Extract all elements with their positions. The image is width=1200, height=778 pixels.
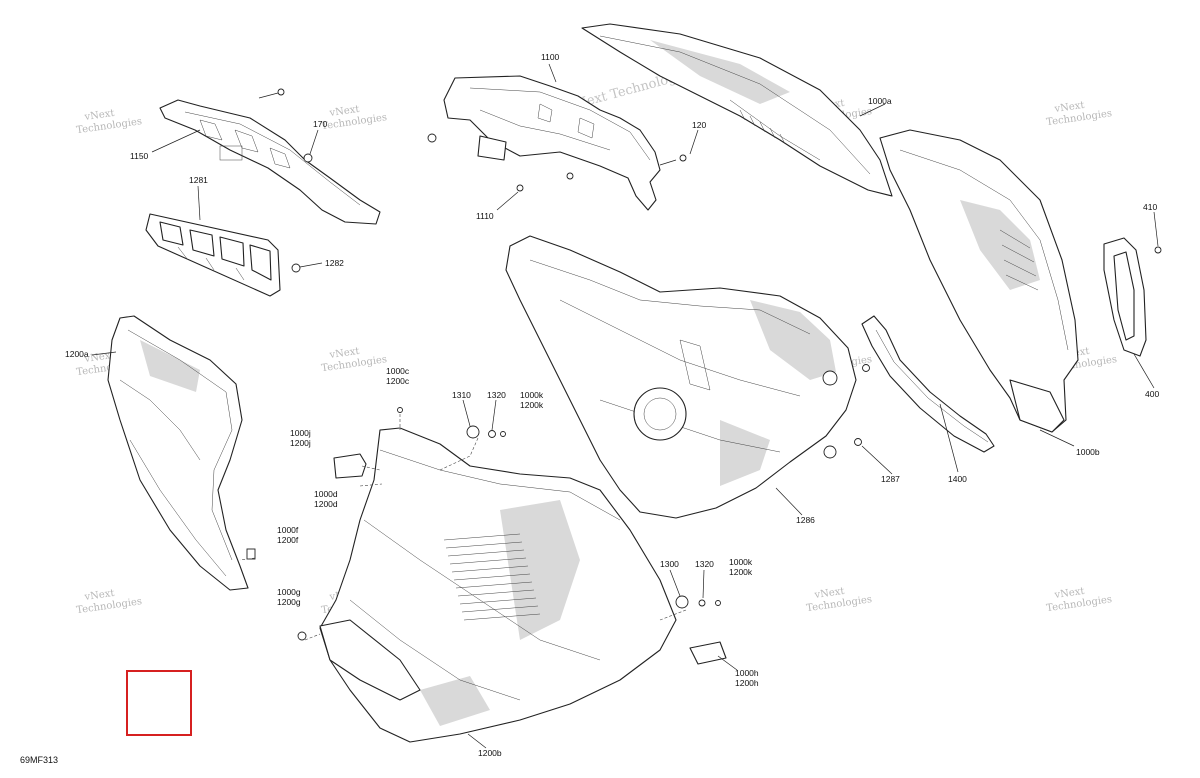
- watermark: vNext Technologies: [76, 588, 143, 616]
- screw-icon: [1154, 246, 1162, 254]
- screw-icon: [566, 172, 574, 180]
- callout-410: 410: [1143, 202, 1157, 212]
- watermark: vNext Technologies: [806, 586, 873, 614]
- callout-1281: 1281: [189, 175, 208, 185]
- screw-icon: [291, 263, 301, 273]
- knob-1300: [675, 595, 689, 609]
- callout-1000g: 1000g: [277, 587, 301, 597]
- washer-icon: [297, 631, 307, 641]
- assembly-lines: [239, 414, 687, 641]
- screw-icon: [277, 88, 285, 96]
- part-1200a-panel: [107, 315, 249, 591]
- part-1400-strip: [861, 315, 995, 453]
- washer-icon: [303, 153, 313, 163]
- part-1200b-panel: [319, 427, 677, 743]
- callout-400: 400: [1145, 389, 1159, 399]
- bracket-1000j: [333, 453, 367, 479]
- callout-1200k-b: 1200k: [729, 567, 753, 577]
- svg-text:vNext: vNext: [328, 346, 360, 361]
- svg-text:vNext: vNext: [1053, 586, 1085, 601]
- figure-id: 69MF313: [20, 755, 59, 765]
- callout-labels: 1100 1000a 170 120 1150 1110 1281 1282 4…: [65, 52, 1159, 758]
- watermark: vNext Technologies: [321, 104, 388, 132]
- screw-icon: [427, 133, 437, 143]
- svg-text:vNext: vNext: [813, 586, 845, 601]
- callout-1287: 1287: [881, 474, 900, 484]
- callout-1000h: 1000h: [735, 668, 759, 678]
- part-1000b-panel: [879, 129, 1079, 433]
- callout-1000f: 1000f: [277, 525, 299, 535]
- screw-icon: [397, 407, 403, 413]
- part-1000a-panel: [581, 23, 893, 197]
- svg-text:vNext: vNext: [328, 104, 360, 119]
- highlight-box: [126, 670, 192, 736]
- callout-1310: 1310: [452, 390, 471, 400]
- callout-1110: 1110: [476, 211, 494, 221]
- part-400-handle: [1103, 237, 1147, 357]
- knob-1310: [466, 425, 480, 439]
- callout-1000k-b: 1000k: [729, 557, 753, 567]
- washer-icon: [500, 431, 506, 437]
- callout-1286: 1286: [796, 515, 815, 525]
- svg-text:vNext: vNext: [1053, 100, 1085, 115]
- callout-1100: 1100: [541, 52, 560, 62]
- callout-1320a: 1320: [487, 390, 506, 400]
- callout-1200d: 1200d: [314, 499, 338, 509]
- part-1281-grille: [145, 213, 281, 297]
- washer-icon: [698, 599, 706, 607]
- part-1100-frame: [443, 75, 661, 211]
- callout-1200c: 1200c: [386, 376, 410, 386]
- svg-text:vNext: vNext: [83, 588, 115, 603]
- callout-1200h: 1200h: [735, 678, 759, 688]
- callout-1200j: 1200j: [290, 438, 311, 448]
- washer-icon: [488, 430, 496, 438]
- watermark: vNext Technologies: [321, 346, 388, 374]
- callout-1200a: 1200a: [65, 349, 89, 359]
- callout-1200g: 1200g: [277, 597, 301, 607]
- callout-170: 170: [313, 119, 327, 129]
- callout-1150: 1150: [130, 151, 149, 161]
- watermark: vNext Technologies: [1046, 586, 1113, 614]
- callout-1320b: 1320: [695, 559, 714, 569]
- callout-1000a: 1000a: [868, 96, 892, 106]
- callout-1000b: 1000b: [1076, 447, 1100, 457]
- callout-1000c: 1000c: [386, 366, 410, 376]
- callout-1000j: 1000j: [290, 428, 311, 438]
- part-1150-bracket: [159, 99, 381, 225]
- svg-text:vNext: vNext: [83, 108, 115, 123]
- callout-1200k-a: 1200k: [520, 400, 544, 410]
- watermark: vNext Technologies: [1046, 100, 1113, 128]
- screw-icon: [679, 154, 687, 162]
- part-1286-panel: [505, 235, 857, 519]
- clip-icon: [246, 548, 256, 560]
- callout-1000d: 1000d: [314, 489, 338, 499]
- callout-1200f: 1200f: [277, 535, 299, 545]
- callout-1000k-a: 1000k: [520, 390, 544, 400]
- watermark: vNext Technologies: [76, 108, 143, 136]
- washer-icon: [862, 364, 870, 372]
- callout-1200b: 1200b: [478, 748, 502, 758]
- callout-1282: 1282: [325, 258, 344, 268]
- grommet-icon: [823, 445, 837, 459]
- screw-icon: [516, 184, 524, 192]
- washer-icon: [715, 600, 721, 606]
- callout-1400: 1400: [948, 474, 967, 484]
- callout-120: 120: [692, 120, 706, 130]
- svg-text:vNext: vNext: [83, 350, 115, 365]
- washer-icon: [854, 438, 862, 446]
- callout-1300: 1300: [660, 559, 679, 569]
- callout-leaders: [91, 63, 1159, 749]
- latch-1000h: [689, 641, 727, 665]
- grommet-icon: [822, 370, 838, 386]
